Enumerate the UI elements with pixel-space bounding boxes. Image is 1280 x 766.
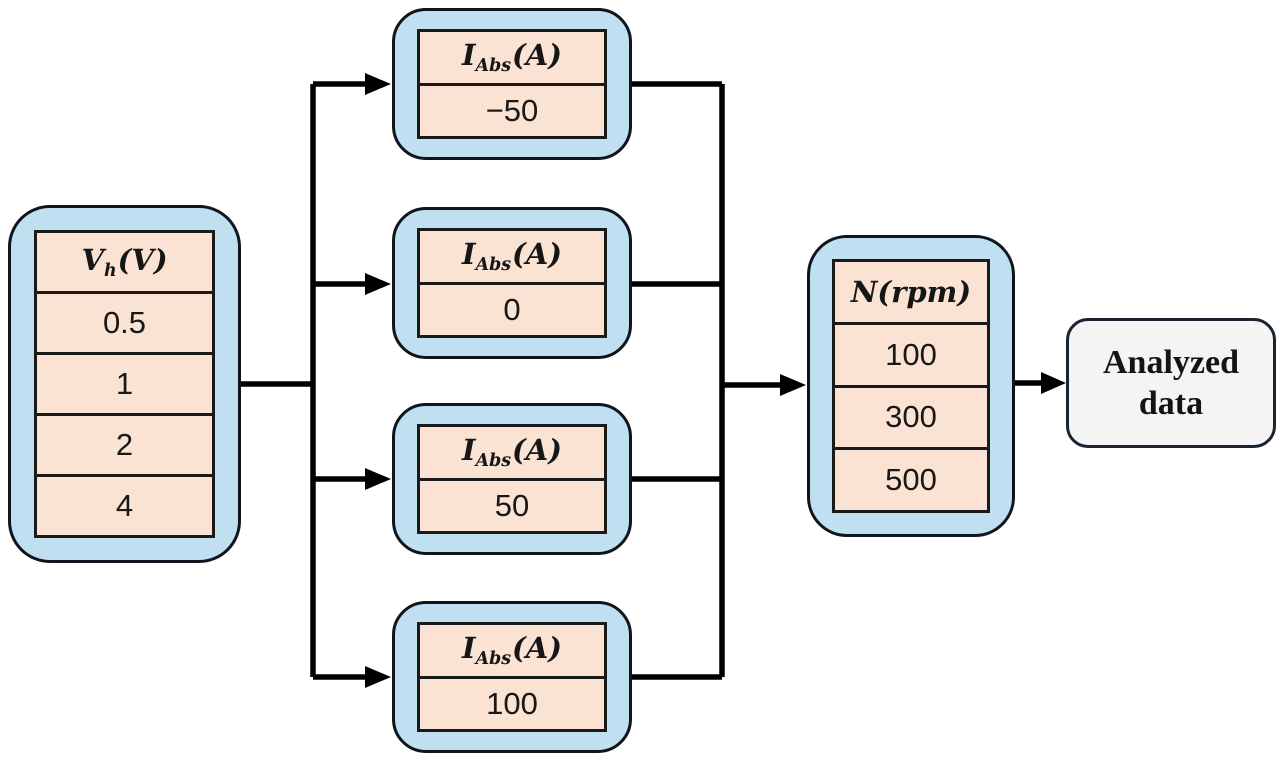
- speed-table-header: N(rpm): [835, 262, 987, 325]
- current-table-2: IAbs(A) 0: [417, 228, 607, 338]
- current-table-1: IAbs(A) −50: [417, 29, 607, 139]
- current-table-header: IAbs(A): [420, 231, 604, 285]
- current-box-1: IAbs(A) −50: [392, 8, 632, 160]
- table-row: −50: [485, 92, 539, 128]
- current-table-4: IAbs(A) 100: [417, 622, 607, 732]
- speed-output-box: N(rpm) 100 300 500: [807, 235, 1015, 537]
- current-box-2: IAbs(A) 0: [392, 207, 632, 359]
- left-branch-lines: [241, 81, 367, 680]
- current-table-header: IAbs(A): [420, 427, 604, 481]
- current-table-3: IAbs(A) 50: [417, 424, 607, 534]
- iabs-header-label: IAbs(A): [462, 631, 562, 670]
- iabs-header-label: IAbs(A): [462, 237, 562, 276]
- input-voltage-box: Vh(V) 0.5 1 2 4: [8, 205, 241, 563]
- table-row: 50: [494, 487, 530, 523]
- table-row: 0: [503, 291, 521, 327]
- iabs-header-label: IAbs(A): [462, 433, 562, 472]
- table-row: 1: [37, 355, 212, 416]
- analyzed-data-label: Analyzed data: [1103, 343, 1239, 422]
- iabs-header-label: IAbs(A): [462, 38, 562, 77]
- vh-header-label: Vh(V): [81, 242, 168, 282]
- current-table-header: IAbs(A): [420, 625, 604, 679]
- table-row: 0.5: [37, 294, 212, 355]
- analyzed-data-box: Analyzed data: [1066, 318, 1276, 448]
- table-row: 100: [486, 685, 538, 721]
- table-row: 500: [885, 462, 937, 498]
- result-arrowhead: [1041, 372, 1066, 394]
- table-row: 2: [37, 416, 212, 477]
- merge-arrowhead: [780, 374, 806, 396]
- current-table-header: IAbs(A): [420, 32, 604, 86]
- merge-lines: [632, 81, 781, 680]
- n-header-label: N(rpm): [850, 274, 972, 309]
- input-voltage-table: Vh(V) 0.5 1 2 4: [34, 230, 215, 538]
- left-branch-arrowheads: [365, 73, 391, 688]
- current-box-3: IAbs(A) 50: [392, 403, 632, 555]
- speed-table: N(rpm) 100 300 500: [832, 259, 990, 513]
- table-row: 300: [835, 388, 987, 451]
- current-box-4: IAbs(A) 100: [392, 601, 632, 753]
- table-row: 4: [115, 488, 134, 523]
- table-row: 100: [835, 325, 987, 388]
- input-table-header: Vh(V): [37, 233, 212, 294]
